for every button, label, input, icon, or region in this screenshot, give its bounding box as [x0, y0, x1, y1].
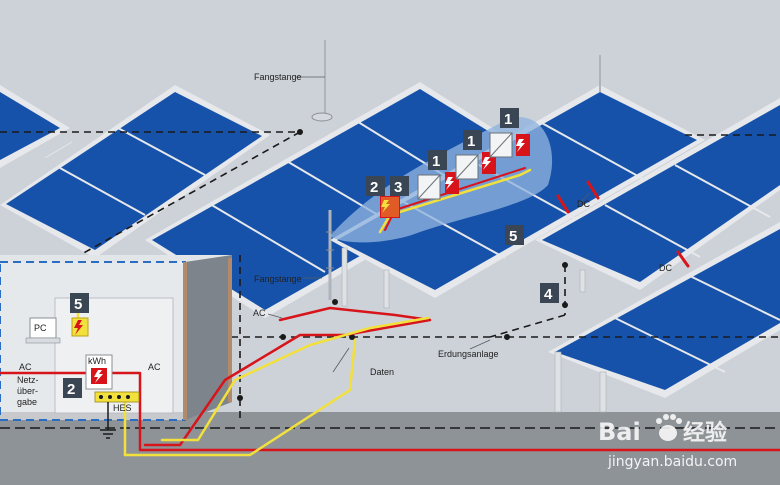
label-netz-2: über-: [17, 386, 38, 396]
marker-2-field: 2: [366, 176, 385, 196]
watermark-brand-left: Bai: [598, 418, 641, 446]
svg-text:5: 5: [74, 296, 82, 313]
control-devices: [25, 317, 140, 439]
marker-4-field: 4: [540, 283, 559, 303]
label-fangstange-mid: Fangstange: [254, 274, 302, 284]
leader-lines: [267, 76, 591, 373]
label-erdungsanlage: Erdungsanlage: [438, 349, 499, 359]
marker-1-first: 1: [428, 150, 447, 170]
svg-text:5: 5: [509, 228, 517, 245]
pv-row-front: [548, 222, 780, 398]
label-netz-1: Netz-: [17, 375, 39, 385]
svg-text:2: 2: [370, 179, 378, 196]
baidu-watermark: Bai 经验 jingyan.baidu.com: [598, 414, 737, 470]
marker-5-building: 5: [70, 293, 89, 313]
label-ac-box: AC: [148, 362, 161, 372]
arrester-icon: [94, 370, 103, 383]
earthing-lines: [0, 131, 780, 429]
marker-3-field: 3: [390, 176, 409, 196]
svg-text:2: 2: [67, 381, 75, 398]
label-kwh: kWh: [88, 356, 106, 366]
numbered-markers: 5 2 2 3 1 1 1 5 4: [63, 108, 559, 398]
marker-1-second: 1: [463, 130, 482, 150]
label-ac-left: AC: [19, 362, 32, 372]
label-fangstange-top: Fangstange: [254, 72, 302, 82]
svg-text:1: 1: [467, 133, 475, 150]
marker-1-third: 1: [500, 108, 519, 128]
marker-5-field: 5: [505, 225, 524, 245]
watermark-url: jingyan.baidu.com: [607, 454, 737, 470]
label-dc-upper: DC: [577, 199, 590, 209]
svg-text:1: 1: [432, 153, 440, 170]
label-netz-3: gabe: [17, 397, 37, 407]
label-hes: HES: [113, 403, 132, 413]
marker-2-building: 2: [63, 378, 82, 398]
earthing-nodes: [237, 129, 568, 401]
pv-row-right: [535, 98, 780, 290]
arrester-icon: [445, 177, 454, 190]
arrester-icon: [482, 157, 491, 170]
paw-icon: [656, 414, 682, 441]
arrester-icon: [516, 139, 525, 152]
arrester-icon: [381, 200, 390, 213]
lightning-rod-mid: [326, 210, 334, 300]
diagram-labels: Fangstange Fangstange DC DC AC AC AC PC …: [17, 72, 672, 413]
svg-text:3: 3: [394, 179, 402, 196]
label-daten: Daten: [370, 367, 394, 377]
label-pc: PC: [34, 323, 47, 333]
lightning-rod-top: [311, 40, 333, 122]
label-ac-mid: AC: [253, 308, 266, 318]
watermark-brand-right: 经验: [683, 420, 727, 446]
label-dc-lower: DC: [659, 263, 672, 273]
mounting-posts: [341, 247, 607, 413]
surge-arrester-icons: [74, 139, 525, 383]
pv-row-left-back: [0, 85, 70, 168]
ground-surface: [0, 412, 780, 485]
arrester-icon: [74, 320, 83, 335]
pv-row-center: [145, 82, 540, 318]
svg-text:4: 4: [544, 286, 553, 303]
svg-text:1: 1: [504, 111, 512, 128]
